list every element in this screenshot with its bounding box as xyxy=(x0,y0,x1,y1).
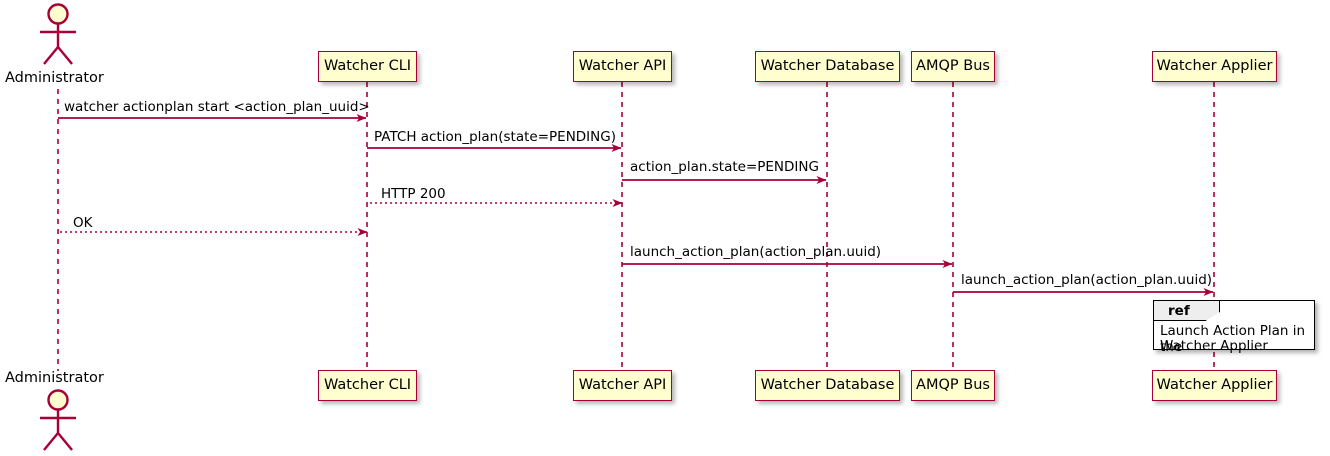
message-label-m4: HTTP 200 xyxy=(381,186,446,202)
participant-label: Watcher CLI xyxy=(323,58,412,75)
message-label-m1: watcher actionplan start <action_plan_uu… xyxy=(64,99,370,115)
ref-fragment-tab-label: ref xyxy=(1168,302,1190,319)
participant-box-watcher-applier-bottom[interactable]: Watcher Applier xyxy=(1152,370,1277,401)
actor-label-administrator-bottom: Administrator xyxy=(5,370,104,386)
participant-label: Watcher Applier xyxy=(1156,58,1273,75)
participant-box-watcher-api-top[interactable]: Watcher API xyxy=(573,51,672,82)
message-label-m6: launch_action_plan(action_plan.uuid) xyxy=(630,244,882,260)
participant-box-watcher-cli-bottom[interactable]: Watcher CLI xyxy=(318,370,417,401)
actor-administrator-bottom xyxy=(40,389,76,451)
ref-fragment-body-line-2: Watcher Applier xyxy=(1160,338,1268,354)
actor-label-administrator-top: Administrator xyxy=(5,70,104,86)
message-label-m7: launch_action_plan(action_plan.uuid) xyxy=(961,272,1213,288)
participant-label: AMQP Bus xyxy=(916,58,990,75)
participant-label: Watcher Database xyxy=(760,377,895,394)
message-label-m3: action_plan.state=PENDING xyxy=(630,159,819,175)
participant-label: Watcher Applier xyxy=(1156,377,1273,394)
participant-box-amqp-bus-top[interactable]: AMQP Bus xyxy=(911,51,995,82)
participant-box-watcher-cli-top[interactable]: Watcher CLI xyxy=(318,51,417,82)
participant-box-watcher-applier-top[interactable]: Watcher Applier xyxy=(1152,51,1277,82)
participant-label: Watcher CLI xyxy=(323,377,412,394)
participant-box-amqp-bus-bottom[interactable]: AMQP Bus xyxy=(911,370,995,401)
message-label-m2: PATCH action_plan(state=PENDING) xyxy=(374,129,616,145)
participant-box-watcher-database-bottom[interactable]: Watcher Database xyxy=(755,370,900,401)
participant-label: Watcher Database xyxy=(760,58,895,75)
participant-label: AMQP Bus xyxy=(916,377,990,394)
participant-box-watcher-api-bottom[interactable]: Watcher API xyxy=(573,370,672,401)
ref-fragment-body-line-1: Launch Action Plan in the xyxy=(1160,323,1306,355)
actor-administrator-top xyxy=(40,3,76,65)
message-label-m5: OK xyxy=(73,215,93,231)
participant-label: Watcher API xyxy=(578,58,667,75)
lifelines xyxy=(57,82,1215,371)
participant-box-watcher-database-top[interactable]: Watcher Database xyxy=(755,51,900,82)
ref-fragment-tab: ref xyxy=(1154,301,1220,321)
participant-label: Watcher API xyxy=(578,377,667,394)
ref-fragment[interactable]: ref Launch Action Plan in the Watcher Ap… xyxy=(1153,300,1315,355)
